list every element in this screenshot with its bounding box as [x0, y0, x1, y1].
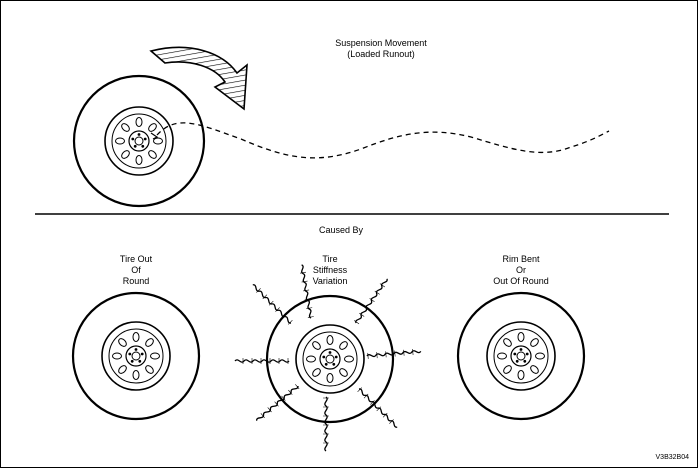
- figure-code: V3B32B04: [655, 454, 689, 461]
- wheel-rim-bent: [456, 291, 586, 421]
- top-title-line1: Suspension Movement: [335, 38, 427, 48]
- top-title: Suspension Movement (Loaded Runout): [301, 38, 461, 60]
- rotation-arrow: [149, 46, 248, 111]
- top-wheel: [72, 74, 206, 208]
- cause-label-3: Rim Bent Or Out Of Round: [493, 254, 549, 286]
- caused-by-label: Caused By: [318, 225, 364, 235]
- wheel-tire-stiffness-variation: [234, 263, 422, 452]
- cause-label-2: Tire Stiffness Variation: [312, 254, 348, 286]
- top-title-line2: (Loaded Runout): [347, 49, 415, 59]
- cause-label-1: Tire Out Of Round: [119, 254, 153, 286]
- hub-marker: [150, 132, 159, 140]
- runout-path: [156, 122, 610, 159]
- wheel-tire-out-of-round: [71, 291, 201, 421]
